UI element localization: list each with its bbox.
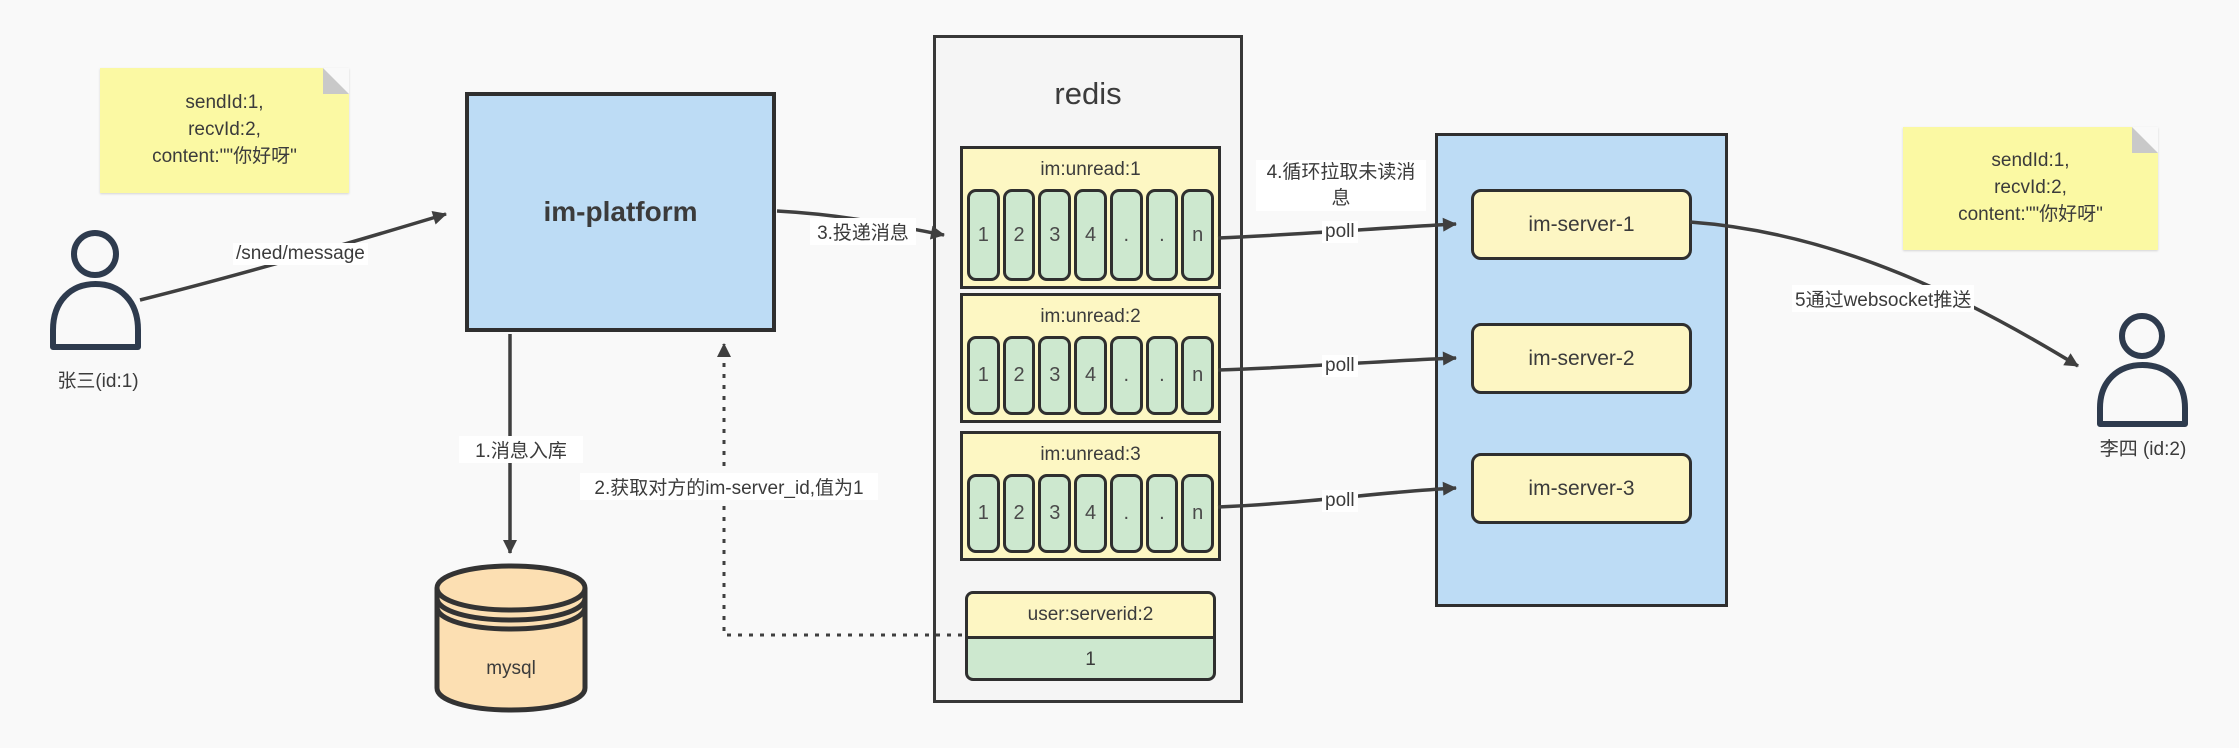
queue-cell: .: [1145, 474, 1179, 553]
step2-label: 2.获取对方的im-server_id,值为1: [580, 473, 878, 500]
database-cylinder-icon: mysql: [433, 562, 589, 714]
queue-cell: 3: [1038, 474, 1072, 553]
poll-label-2: poll: [1322, 355, 1358, 377]
receiver-label: 李四 (id:2): [2099, 439, 2187, 460]
queue-im-unread-1: im:unread:1 1 2 3 4 . . n: [960, 146, 1221, 289]
note-line: sendId:1,: [185, 92, 264, 114]
queue-cell: 3: [1038, 336, 1072, 415]
user-serverid-key: user:serverid:2: [968, 594, 1213, 639]
queue-cell: n: [1181, 336, 1215, 415]
queue-cells: 1 2 3 4 . . n: [963, 336, 1218, 420]
queue-cell: 3: [1038, 189, 1072, 281]
poll-label-3: poll: [1322, 490, 1358, 512]
step3-label: 3.投递消息: [810, 218, 916, 245]
step1-label: 1.消息入库: [459, 436, 583, 463]
sticky-note-left: sendId:1, recvId:2, content:""你好呀": [100, 68, 349, 193]
queue-cell: 1: [967, 189, 1000, 281]
send-route-label: /sned/message: [233, 243, 368, 265]
im-server-3-box: im-server-3: [1471, 453, 1692, 524]
queue-name: im:unread:1: [1040, 159, 1141, 180]
note-line: content:""你好呀": [152, 145, 297, 167]
poll-label-1: poll: [1322, 221, 1358, 243]
queue-name: im:unread:2: [1040, 306, 1141, 327]
queue-cell: 4: [1074, 474, 1107, 553]
user-serverid-box: user:serverid:2 1: [965, 591, 1216, 681]
im-server-cluster: im-server-1 im-server-2 im-server-3: [1435, 133, 1728, 607]
note-fold-icon: [323, 68, 349, 94]
redis-title: redis: [1054, 76, 1122, 111]
queue-cell: .: [1109, 474, 1143, 553]
queue-cell: .: [1109, 189, 1143, 281]
sender-label: 张三(id:1): [57, 371, 139, 392]
queue-cell: 1: [967, 474, 1000, 553]
note-line: recvId:2,: [188, 119, 261, 141]
queue-cell: 1: [967, 336, 1000, 415]
queue-im-unread-2: im:unread:2 1 2 3 4 . . n: [960, 293, 1221, 423]
im-server-1-box: im-server-1: [1471, 189, 1692, 260]
sticky-note-right: sendId:1, recvId:2, content:""你好呀": [1903, 127, 2158, 250]
note-fold-icon: [2132, 127, 2158, 153]
queue-cell: 4: [1074, 189, 1107, 281]
queue-cells: 1 2 3 4 . . n: [963, 474, 1218, 558]
queue-cell: .: [1145, 336, 1179, 415]
queue-cell: 2: [1002, 474, 1036, 553]
note-line: sendId:1,: [1991, 150, 2070, 172]
note-line: recvId:2,: [1994, 177, 2067, 199]
queue-cell: 2: [1002, 336, 1036, 415]
queue-name: im:unread:3: [1040, 444, 1141, 465]
queue-cell: n: [1181, 474, 1215, 553]
database-label: mysql: [486, 658, 536, 679]
step4-label: 4.循环拉取未读消息: [1256, 160, 1426, 212]
queue-cells: 1 2 3 4 . . n: [963, 189, 1218, 286]
queue-cell: 4: [1074, 336, 1107, 415]
queue-cell: .: [1109, 336, 1143, 415]
im-platform-box: im-platform: [465, 92, 776, 332]
sender-user-icon: [43, 228, 148, 356]
step5-label: 5通过websocket推送: [1792, 285, 1975, 312]
redis-container: redis im:unread:1 1 2 3 4 . . n im:unrea…: [933, 35, 1243, 703]
receiver-user-icon: [2090, 312, 2195, 430]
im-server-2-box: im-server-2: [1471, 323, 1692, 394]
queue-cell: 2: [1002, 189, 1036, 281]
user-serverid-value: 1: [1085, 649, 1096, 670]
note-line: content:""你好呀": [1958, 203, 2103, 225]
queue-cell: n: [1181, 189, 1215, 281]
queue-im-unread-3: im:unread:3 1 2 3 4 . . n: [960, 431, 1221, 561]
im-platform-label: im-platform: [543, 196, 698, 227]
queue-cell: .: [1145, 189, 1179, 281]
